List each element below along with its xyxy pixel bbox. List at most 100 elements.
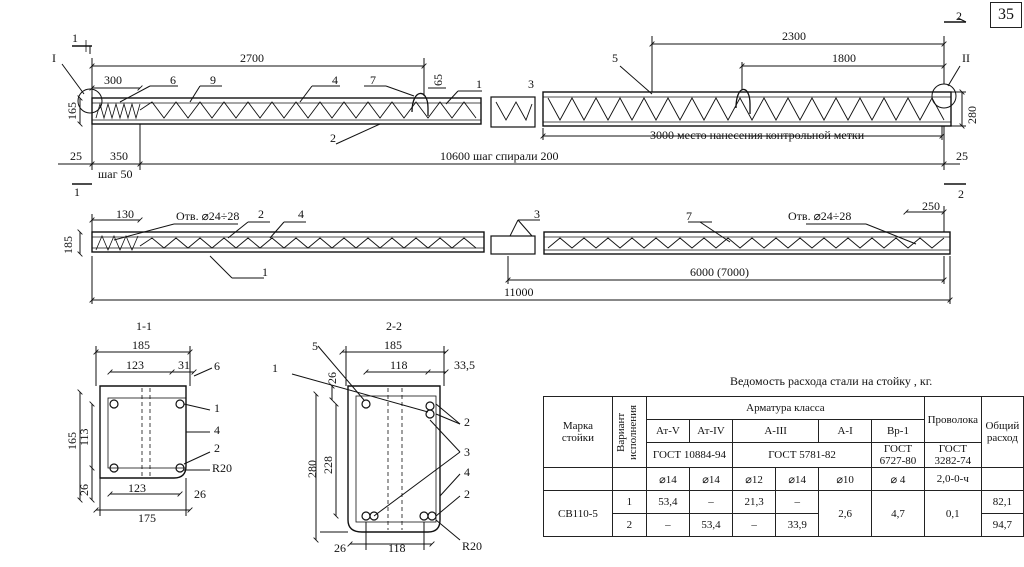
gost-10884: ГОСТ 10884-94: [645, 442, 734, 468]
s1-pos-1: 1: [214, 401, 220, 415]
pos-4-bottom: 4: [298, 207, 304, 221]
table-row: 2 – 53,4 – 33,9 94,7: [544, 513, 1024, 537]
spiral-break: [495, 101, 533, 122]
section-1-title: 1-1: [136, 319, 152, 333]
s2-dim-26-bottom: 26: [334, 541, 346, 555]
col-variant-header: Вариант исполнения: [611, 396, 647, 468]
dim-step-50: шаг 50: [98, 167, 133, 181]
column-body-b-break: [490, 235, 536, 255]
s2-r20: R20: [462, 539, 482, 553]
class-atv: Ат-V: [645, 419, 690, 443]
steel-consumption-table: Марка стойки Вариант исполнения Арматура…: [543, 396, 1024, 537]
top-elevation: [58, 17, 967, 185]
table-row: СВ110-5 1 53,4 – 21,3 – 2,6 4,7 0,1 82,1: [543, 490, 1024, 537]
hole-label-left: Отв. ⌀24÷28: [176, 209, 239, 223]
dim-10600: 10600 шаг спирали 200: [440, 149, 559, 163]
class-aiii: A-III: [732, 419, 820, 443]
row1-v2: –: [688, 490, 734, 514]
s2-dim-26: 26: [325, 372, 339, 384]
pos-2-bottom: 2: [258, 207, 264, 221]
dim-165: 165: [65, 102, 79, 120]
s1-dim-113: 113: [77, 428, 91, 446]
class-vr1: Вр-1: [871, 419, 925, 443]
dim-130: 130: [116, 207, 134, 221]
row2-v2: 53,4: [688, 513, 734, 537]
dim-2700: 2700: [240, 51, 264, 65]
dim-300: 300: [104, 73, 122, 87]
spiral-dense-left: [95, 102, 141, 120]
s1-dim-165: 165: [65, 432, 79, 450]
gost-6727: ГОСТ 6727-80: [871, 442, 925, 468]
s1-dim-31: 31: [178, 358, 190, 372]
spiral-wire-right: [547, 97, 945, 121]
bottom-elevation: [77, 206, 953, 304]
diam-4: ⌀14: [775, 467, 820, 491]
s2-dim-118: 118: [390, 358, 408, 372]
s2-pos-1: 1: [272, 361, 278, 375]
s1-pos-6: 6: [214, 359, 220, 373]
pos-3-top: 3: [528, 77, 534, 91]
cut-1-top: 1: [72, 31, 78, 45]
row2-v3: –: [732, 513, 777, 537]
pos-6-top: 6: [170, 73, 176, 87]
pos-7-top: 7: [370, 73, 376, 87]
cut-1-bottom: 1: [74, 185, 80, 199]
col-wire-header: Проволока: [923, 396, 982, 443]
pos-9-top: 9: [210, 73, 216, 87]
diam-5: ⌀10: [818, 467, 873, 491]
lifting-loop-right: [735, 88, 751, 114]
dim-65: 65: [431, 74, 445, 86]
row1-v4: –: [775, 490, 820, 514]
s1-dim-26: 26: [77, 484, 91, 496]
col-total-header: Общий расход: [980, 396, 1024, 468]
col-mark-header: Марка стойки: [543, 396, 613, 468]
spiral-b-right: [547, 237, 945, 249]
s1-r20: R20: [212, 461, 232, 475]
class-ai: A-I: [818, 419, 873, 443]
row1-variant: 1: [611, 490, 647, 514]
pos-7-bottom: 7: [686, 209, 692, 223]
s2-dim-33-5: 33,5: [454, 358, 475, 372]
pos-5-top: 5: [612, 51, 618, 65]
s1-dim-185: 185: [132, 338, 150, 352]
section-2-title: 2-2: [386, 319, 402, 333]
dim-1800: 1800: [832, 51, 856, 65]
table-title: Ведомость расхода стали на стойку , кг.: [730, 374, 933, 388]
s2-pos-5: 5: [312, 339, 318, 353]
detail-circle-ii: [931, 83, 957, 109]
column-body-left: [91, 97, 482, 125]
diam-7: 2,0-0-ч: [923, 467, 982, 491]
row1-v1: 53,4: [645, 490, 690, 514]
s1-pos-2: 2: [214, 441, 220, 455]
gost-5781: ГОСТ 5781-82: [732, 442, 873, 468]
column-body-b-right: [543, 231, 951, 255]
shared-vr: 4,7: [871, 490, 925, 537]
pos-3-bottom: 3: [534, 207, 540, 221]
pos-2-top: 2: [330, 131, 336, 145]
diam-3: ⌀12: [732, 467, 777, 491]
dim-11000: 11000: [504, 285, 534, 299]
dim-25-left: 25: [70, 149, 82, 163]
pos-4-top: 4: [332, 73, 338, 87]
lifting-loop-left: [411, 92, 429, 116]
gost-3282: ГОСТ 3282-74: [923, 442, 982, 468]
diam-1: ⌀14: [645, 467, 690, 491]
s2-pos-2b: 2: [464, 487, 470, 501]
s2-dim-185: 185: [384, 338, 402, 352]
s2-pos-4: 4: [464, 465, 470, 479]
dim-25-right: 25: [956, 149, 968, 163]
detail-label-i: I: [52, 51, 56, 65]
row2-v4: 33,9: [775, 513, 820, 537]
column-body-b-left: [91, 231, 485, 253]
dim-3000-mark: 3000 место нанесения контрольной метки: [650, 128, 865, 142]
diam-2: ⌀14: [688, 467, 734, 491]
s2-dim-280: 280: [305, 460, 319, 478]
s1-pos-4: 4: [214, 423, 220, 437]
s1-dim-123: 123: [126, 358, 144, 372]
dim-2300: 2300: [782, 29, 806, 43]
s2-dim-118-bottom: 118: [388, 541, 406, 555]
cut-2-bottom: 2: [958, 187, 964, 201]
spiral-wire-left: [139, 101, 477, 119]
